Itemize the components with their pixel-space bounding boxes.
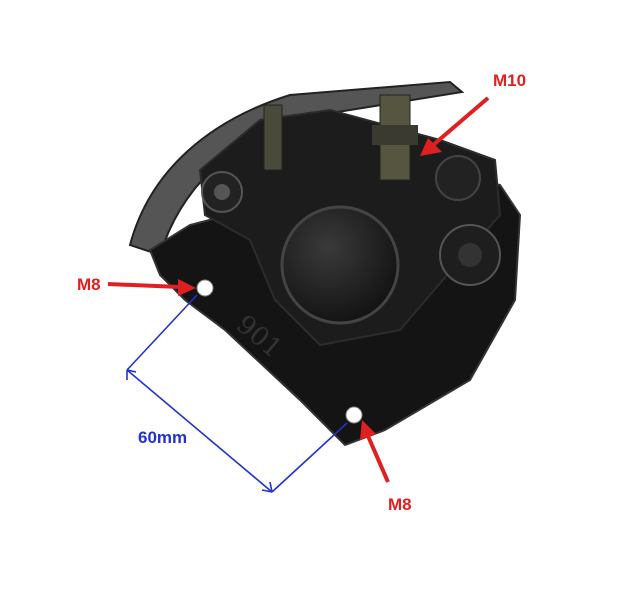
left-pin	[214, 184, 230, 200]
label-60mm: 60mm	[138, 428, 187, 447]
red-arrows	[107, 96, 490, 483]
mount-hole-bottom	[345, 406, 363, 424]
label-m8-left: M8	[77, 275, 101, 294]
mount-hole-left	[196, 279, 214, 297]
bleeder-screw	[263, 104, 283, 171]
banjo-washer	[372, 125, 418, 145]
piston	[280, 205, 400, 325]
label-m10: M10	[493, 71, 526, 90]
dimension-line	[126, 294, 348, 493]
label-m8-bottom: M8	[388, 495, 412, 514]
right-pin	[458, 243, 482, 267]
upper-right-boss	[435, 155, 481, 201]
